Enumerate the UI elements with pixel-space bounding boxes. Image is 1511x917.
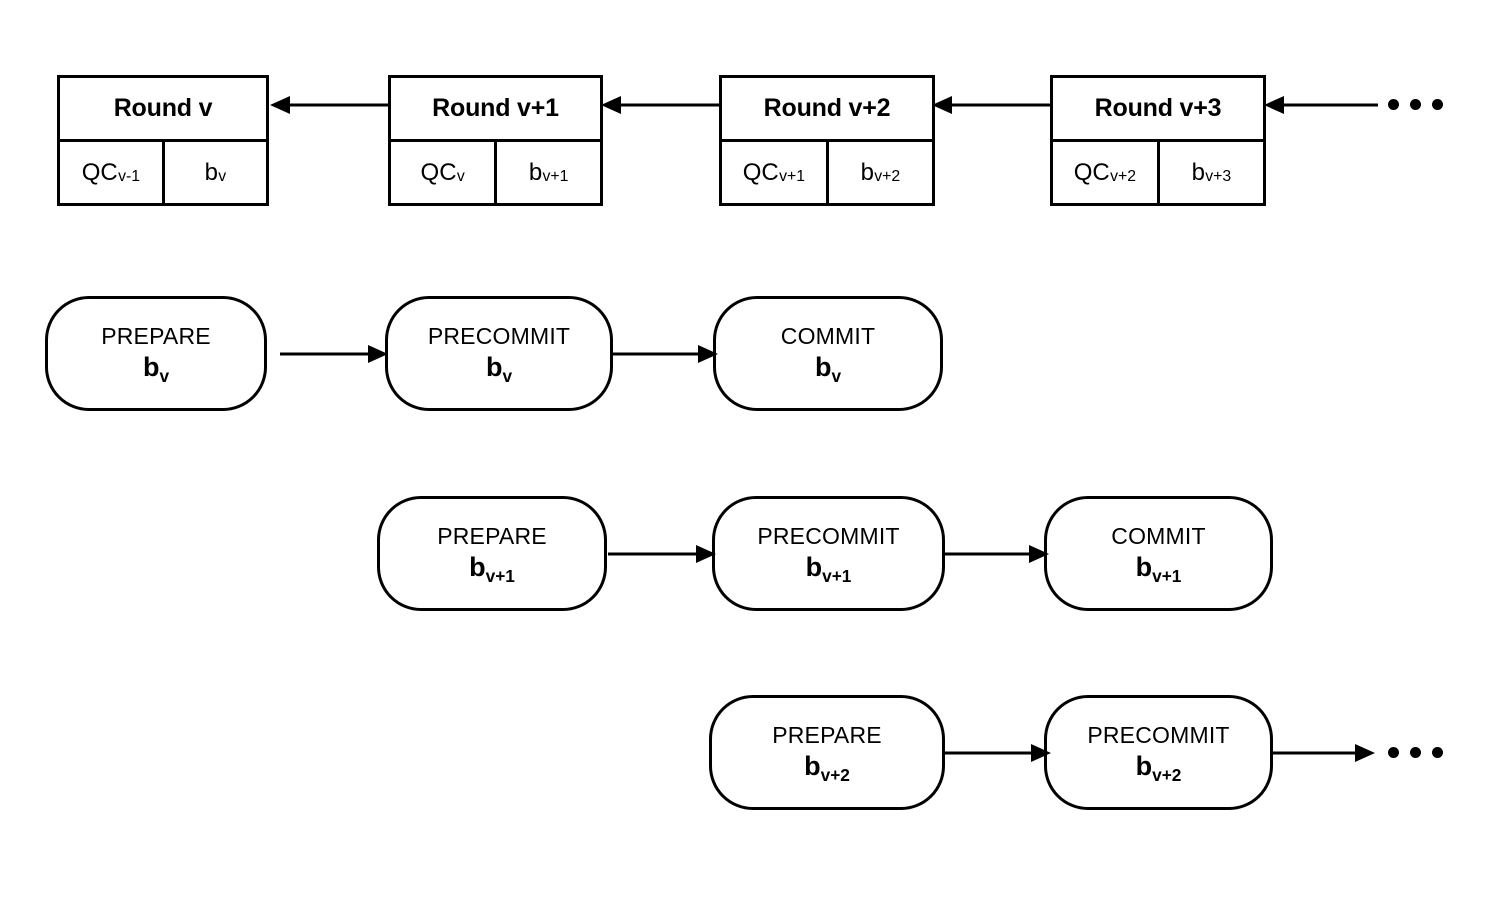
phase-block: bv+1 — [1135, 552, 1182, 586]
block-label: b — [814, 352, 832, 383]
phase-precommit-bv: PRECOMMIT bv — [385, 296, 613, 411]
qc-subscript: v+2 — [1110, 168, 1137, 186]
ellipsis-dot — [1388, 747, 1399, 758]
block-subscript: v — [831, 365, 842, 386]
phase-block: bv — [814, 352, 842, 386]
block-subscript: v+3 — [1205, 168, 1232, 186]
block-subscript: v+1 — [1152, 565, 1182, 586]
phase-precommit-bv1: PRECOMMIT bv+1 — [712, 496, 945, 611]
phase-label: PRECOMMIT — [1087, 722, 1230, 748]
phase-block: bv — [485, 352, 513, 386]
phase-block: bv+1 — [805, 552, 852, 586]
phase-commit-bv: COMMIT bv — [713, 296, 943, 411]
block-label: b — [1135, 751, 1153, 782]
phase-prepare-bv1: PREPARE bv+1 — [377, 496, 607, 611]
qc-label: QC — [1073, 158, 1110, 186]
arrow-precommit-to-ellipsis-bv2 — [1271, 744, 1375, 762]
phase-block: bv+2 — [804, 751, 850, 785]
block-subscript: v+1 — [822, 565, 852, 586]
phase-label: COMMIT — [1111, 523, 1206, 549]
arrow-prepare-to-precommit-bv2 — [943, 744, 1051, 762]
phase-commit-bv1: COMMIT bv+1 — [1044, 496, 1273, 611]
block-subscript: v+2 — [820, 764, 850, 785]
phase-prepare-bv2: PREPARE bv+2 — [709, 695, 945, 810]
qc-subscript: v+1 — [779, 168, 806, 186]
phase-label: PRECOMMIT — [427, 323, 571, 349]
block-subscript: v+2 — [1152, 764, 1182, 785]
block-label: b — [469, 552, 486, 583]
block-label: b — [1191, 158, 1205, 186]
block-label: b — [528, 158, 543, 186]
ellipsis-dot — [1432, 99, 1443, 110]
block-label: b — [485, 352, 503, 383]
phase-prepare-bv: PREPARE bv — [45, 296, 267, 411]
ellipsis-dot — [1410, 747, 1421, 758]
chain-ellipsis — [1388, 99, 1443, 110]
block-label: b — [204, 158, 218, 186]
round-header: Round v+3 — [1053, 78, 1263, 142]
phase-block: bv+2 — [1135, 751, 1182, 785]
pipeline-ellipsis — [1388, 747, 1443, 758]
block-label: b — [142, 352, 160, 383]
ellipsis-dot — [1432, 747, 1443, 758]
phase-precommit-bv2: PRECOMMIT bv+2 — [1044, 695, 1273, 810]
block-label: b — [1135, 552, 1153, 583]
phase-label: PRECOMMIT — [757, 523, 900, 549]
qc-subscript: v-1 — [118, 168, 141, 186]
arrow-precommit-to-commit-bv — [612, 345, 718, 363]
block-subscript: v — [159, 365, 170, 386]
phase-label: PREPARE — [437, 523, 547, 549]
qc-subscript: v — [456, 168, 465, 186]
phase-label: COMMIT — [780, 323, 876, 349]
arrow-prepare-to-precommit-bv1 — [608, 545, 716, 563]
phase-label: PREPARE — [101, 323, 211, 349]
block-label: b — [805, 552, 823, 583]
block-label: b — [804, 751, 821, 782]
block-subscript: v+1 — [485, 565, 515, 586]
block-label: b — [860, 158, 874, 186]
chain-arrow-v1-to-v — [270, 96, 390, 114]
round-header: Round v+1 — [391, 78, 600, 142]
phase-label: PREPARE — [772, 722, 882, 748]
block-subscript: v+1 — [542, 168, 569, 186]
qc-label: QC — [742, 158, 779, 186]
qc-label: QC — [81, 158, 118, 186]
qc-label: QC — [420, 158, 457, 186]
arrow-precommit-to-commit-bv1 — [943, 545, 1049, 563]
block-subscript: v — [502, 365, 513, 386]
ellipsis-dot — [1410, 99, 1421, 110]
block-subscript: v — [218, 168, 227, 186]
round-header: Round v — [60, 78, 266, 142]
ellipsis-dot — [1388, 99, 1399, 110]
chain-arrow-ellipsis-to-v3 — [1264, 96, 1378, 114]
phase-block: bv — [142, 352, 170, 386]
round-header: Round v+2 — [722, 78, 932, 142]
chain-arrow-v3-to-v2 — [932, 96, 1052, 114]
block-subscript: v+2 — [874, 168, 901, 186]
chain-arrow-v2-to-v1 — [601, 96, 721, 114]
arrow-prepare-to-precommit-bv — [280, 345, 388, 363]
phase-block: bv+1 — [469, 552, 515, 586]
